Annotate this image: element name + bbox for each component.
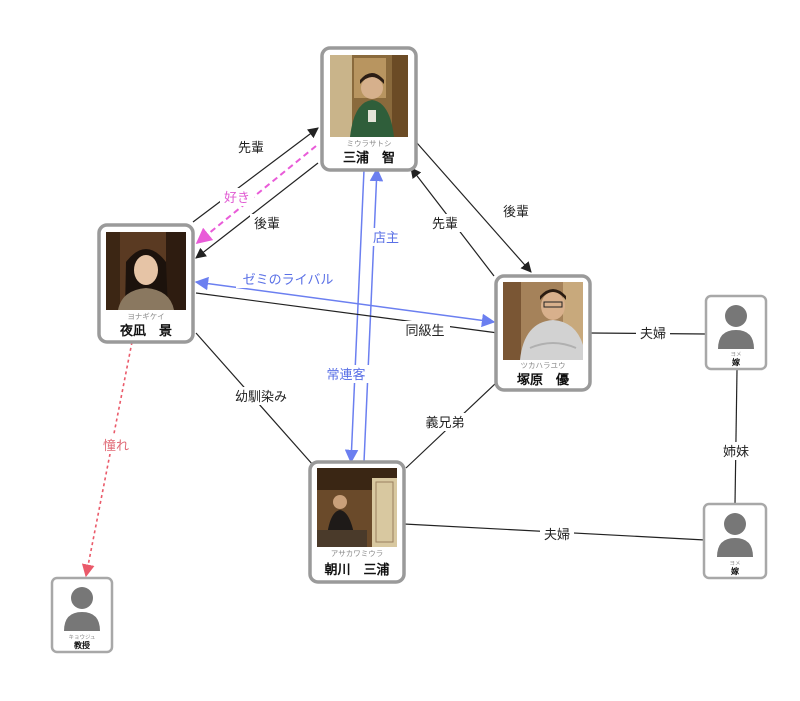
svg-text:好き: 好き bbox=[224, 191, 250, 206]
svg-text:先輩: 先輩 bbox=[432, 217, 458, 232]
label-kouhai-left: 後輩 bbox=[250, 214, 284, 232]
edge-shimai bbox=[734, 369, 738, 505]
label-kouhai-right: 後輩 bbox=[499, 202, 533, 220]
label-suki: 好き bbox=[220, 188, 254, 206]
edge-suki-dashed bbox=[195, 145, 317, 245]
svg-text:塚原 優: 塚原 優 bbox=[517, 372, 570, 388]
svg-text:ミウラサトシ: ミウラサトシ bbox=[347, 139, 392, 148]
svg-text:先輩: 先輩 bbox=[238, 141, 264, 156]
svg-text:姉妹: 姉妹 bbox=[723, 445, 749, 460]
label-tenshu: 店主 bbox=[369, 228, 403, 246]
svg-text:朝川 三浦: 朝川 三浦 bbox=[324, 562, 389, 578]
svg-text:キョウジュ: キョウジュ bbox=[68, 633, 95, 641]
node-yome-1[interactable]: ヨメ 嫁 bbox=[704, 294, 768, 371]
person-photo bbox=[330, 55, 408, 137]
svg-text:ヨメ: ヨメ bbox=[729, 560, 740, 567]
edge-yonagi-to-miura-senpai bbox=[192, 127, 319, 223]
label-akogare: 憧れ bbox=[100, 436, 132, 454]
node-kyouju[interactable]: キョウジュ 教授 bbox=[50, 576, 114, 654]
svg-text:夫婦: 夫婦 bbox=[640, 326, 666, 342]
person-photo bbox=[106, 232, 186, 310]
label-zemi-rival: ゼミのライバル bbox=[236, 270, 340, 288]
svg-text:同級生: 同級生 bbox=[405, 324, 444, 339]
svg-text:幼馴染み: 幼馴染み bbox=[235, 390, 287, 405]
svg-text:ツカハラユウ: ツカハラユウ bbox=[521, 361, 566, 370]
svg-text:夜凪 景: 夜凪 景 bbox=[119, 323, 172, 339]
node-yome-2[interactable]: ヨメ 嫁 bbox=[702, 502, 768, 580]
label-doukyu: 同級生 bbox=[400, 321, 450, 339]
label-osananajimi: 幼馴染み bbox=[228, 387, 294, 405]
svg-text:後輩: 後輩 bbox=[503, 205, 529, 220]
svg-text:義兄弟: 義兄弟 bbox=[425, 415, 464, 431]
svg-text:嫁: 嫁 bbox=[731, 357, 740, 367]
label-senpai-right: 先輩 bbox=[428, 214, 462, 232]
edge-miura-to-yonagi-kouhai bbox=[195, 162, 319, 259]
svg-text:夫婦: 夫婦 bbox=[544, 527, 570, 543]
svg-text:常連客: 常連客 bbox=[326, 367, 365, 383]
edge-miura-to-tsukahara-kouhai bbox=[416, 142, 532, 273]
label-gikyoudai: 義兄弟 bbox=[420, 413, 470, 431]
node-yonagi[interactable]: ヨナギケイ 夜凪 景 bbox=[97, 223, 195, 344]
svg-text:ヨメ: ヨメ bbox=[730, 351, 741, 358]
edge-zemi-rival bbox=[194, 276, 496, 328]
label-fuufu-bottom: 夫婦 bbox=[540, 525, 574, 543]
person-silhouette-icon bbox=[64, 587, 100, 631]
person-silhouette-icon bbox=[718, 305, 754, 349]
node-miura[interactable]: ミウラサトシ 三浦 智 bbox=[320, 46, 418, 172]
label-fuufu-top: 夫婦 bbox=[636, 324, 670, 342]
svg-text:アサカワミウラ: アサカワミウラ bbox=[331, 549, 384, 558]
edge-akogare bbox=[81, 341, 133, 578]
label-jouren: 常連客 bbox=[322, 365, 370, 383]
person-silhouette-icon bbox=[717, 513, 753, 557]
svg-text:教授: 教授 bbox=[73, 640, 91, 650]
svg-text:ヨナギケイ: ヨナギケイ bbox=[127, 312, 164, 321]
svg-text:ゼミのライバル: ゼミのライバル bbox=[243, 273, 334, 288]
person-photo bbox=[503, 282, 583, 360]
svg-text:嫁: 嫁 bbox=[730, 566, 739, 576]
svg-text:三浦 智: 三浦 智 bbox=[343, 150, 395, 166]
label-shimai: 姉妹 bbox=[719, 442, 753, 460]
label-senpai-left: 先輩 bbox=[234, 138, 268, 156]
edge-jouren bbox=[344, 169, 365, 464]
svg-text:後輩: 後輩 bbox=[254, 217, 280, 232]
edge-doukyu bbox=[195, 292, 499, 334]
node-tsukahara[interactable]: ツカハラユウ 塚原 優 bbox=[494, 274, 592, 392]
person-photo bbox=[317, 468, 397, 547]
svg-text:店主: 店主 bbox=[373, 231, 399, 246]
node-asakawa[interactable]: アサカワミウラ 朝川 三浦 bbox=[308, 460, 406, 584]
svg-text:憧れ: 憧れ bbox=[103, 439, 129, 454]
